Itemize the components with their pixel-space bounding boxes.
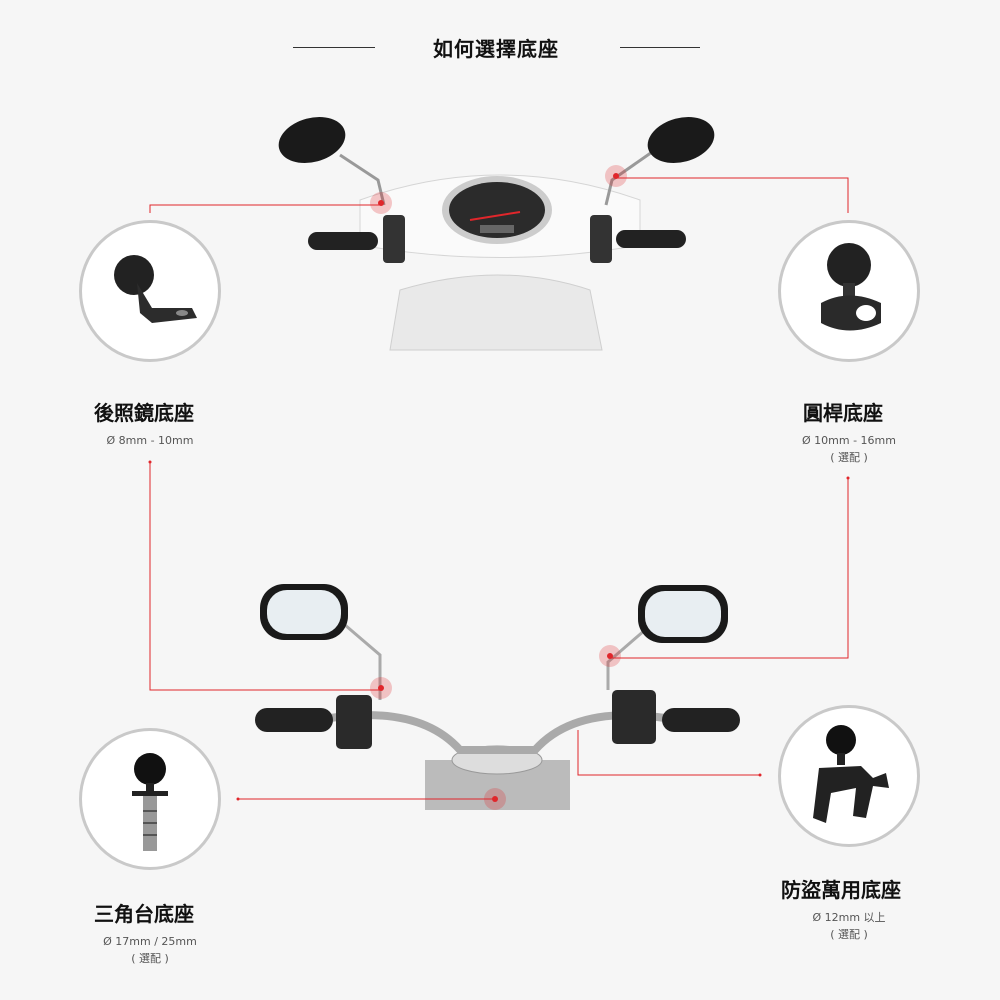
mount-name-rod: 圓桿底座 bbox=[803, 401, 883, 425]
triangle-mount-image bbox=[79, 728, 221, 870]
mount-spec-antitheft: Ø 12mm 以上 bbox=[812, 911, 886, 924]
mount-note-antitheft: ( 選配 ) bbox=[830, 928, 868, 941]
mount-spec-rod: Ø 10mm - 16mm bbox=[802, 434, 896, 447]
antitheft-mount-image bbox=[778, 705, 920, 847]
mirror-mount-image bbox=[79, 220, 221, 362]
hotspots bbox=[148, 165, 850, 810]
title-line-right bbox=[620, 47, 700, 48]
motorcycle-image bbox=[255, 584, 740, 810]
mount-name-triangle: 三角台底座 bbox=[94, 902, 194, 926]
mount-note-rod: ( 選配 ) bbox=[830, 451, 868, 464]
page-title: 如何選擇底座 bbox=[433, 37, 559, 61]
mount-spec-triangle: Ø 17mm / 25mm bbox=[103, 935, 197, 948]
mount-name-antitheft: 防盜萬用底座 bbox=[781, 878, 901, 902]
mount-note-triangle: ( 選配 ) bbox=[131, 952, 169, 965]
mount-spec-mirror: Ø 8mm - 10mm bbox=[106, 434, 194, 447]
mount-name-mirror: 後照鏡底座 bbox=[94, 401, 194, 425]
scooter-image bbox=[278, 116, 715, 351]
title-line-left bbox=[293, 47, 375, 48]
leader-lines bbox=[149, 177, 849, 800]
rod-mount-image bbox=[778, 220, 920, 362]
